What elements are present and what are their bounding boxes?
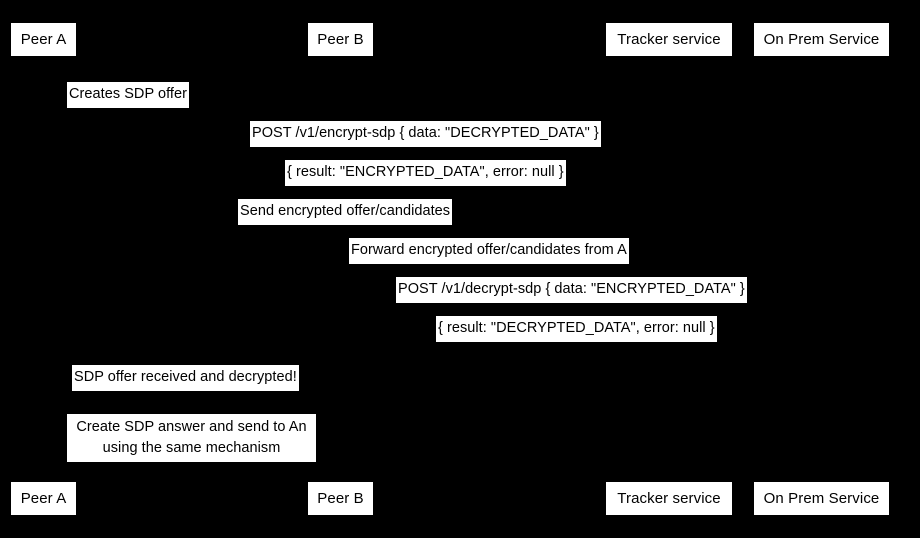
message-label-text: Forward encrypted offer/candidates from … [351,242,627,258]
message-label-text-line-2: using the same mechanism [102,439,281,456]
message-label-text-line-1: Create SDP answer and send to An [76,419,307,435]
participant-label: Tracker service [617,31,721,48]
participant-header-on-prem-service[interactable]: On Prem Service [753,22,890,57]
message-post-decrypt-sdp[interactable]: POST /v1/decrypt-sdp { data: "ENCRYPTED_… [396,277,747,304]
participant-footer-tracker-service[interactable]: Tracker service [605,481,733,516]
message-post-encrypt-sdp[interactable]: POST /v1/encrypt-sdp { data: "DECRYPTED_… [250,121,601,148]
participant-label: Peer B [317,31,364,48]
message-label-text: POST /v1/encrypt-sdp { data: "DECRYPTED_… [252,125,599,141]
lifeline-peer-b [340,57,341,481]
participant-footer-peer-b[interactable]: Peer B [307,481,374,516]
participant-label: Peer A [20,31,67,48]
participant-label: Tracker service [617,490,721,507]
message-label-text: Creates SDP offer [69,86,187,102]
message-label-text: { result: "ENCRYPTED_DATA", error: null … [287,164,564,180]
participant-label: Peer A [20,490,67,507]
message-decrypt-sdp-result[interactable]: { result: "DECRYPTED_DATA", error: null … [436,316,717,343]
participant-label: On Prem Service [763,31,880,48]
message-label-text: POST /v1/decrypt-sdp { data: "ENCRYPTED_… [398,281,745,297]
participant-label: Peer B [317,490,364,507]
message-encrypt-sdp-result[interactable]: { result: "ENCRYPTED_DATA", error: null … [285,160,566,187]
participant-footer-on-prem-service[interactable]: On Prem Service [753,481,890,516]
lifeline-tracker [669,57,670,481]
lifeline-on-prem [821,57,822,481]
message-create-sdp-answer[interactable]: Create SDP answer and send to An using t… [67,414,316,463]
participant-footer-peer-a[interactable]: Peer A [10,481,77,516]
message-send-encrypted-offer[interactable]: Send encrypted offer/candidates [238,199,453,226]
message-forward-encrypted-offer[interactable]: Forward encrypted offer/candidates from … [349,238,629,265]
message-label-text: SDP offer received and decrypted! [74,369,297,385]
message-label-text: { result: "DECRYPTED_DATA", error: null … [438,320,715,336]
message-sdp-offer-received[interactable]: SDP offer received and decrypted! [72,365,299,392]
message-creates-sdp-offer[interactable]: Creates SDP offer [67,82,189,109]
lifeline-peer-a [43,57,44,481]
participant-header-tracker-service[interactable]: Tracker service [605,22,733,57]
message-label-text: Send encrypted offer/candidates [240,203,451,219]
participant-header-peer-a[interactable]: Peer A [10,22,77,57]
participant-label: On Prem Service [763,490,880,507]
participant-header-peer-b[interactable]: Peer B [307,22,374,57]
